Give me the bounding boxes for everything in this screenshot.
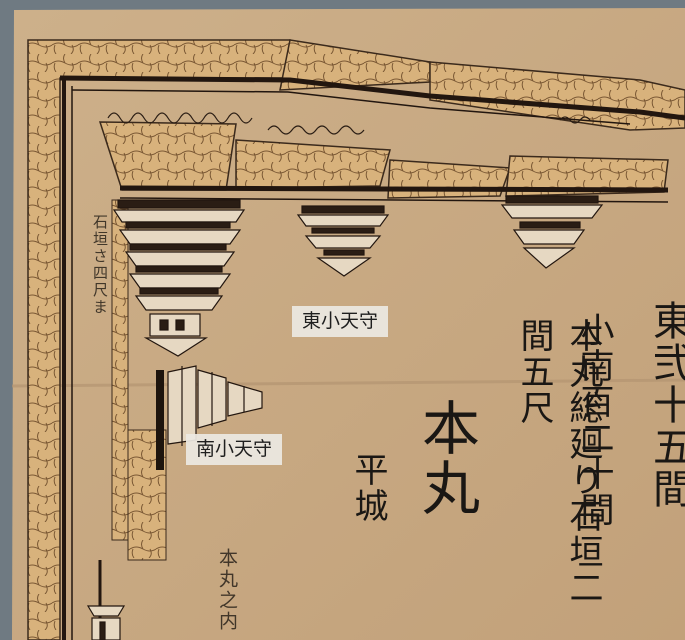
inner-bailey-note: 本丸之内 (216, 548, 238, 632)
scribble-notes (107, 112, 591, 135)
main-keep (112, 199, 246, 357)
stone-wall-note: 石垣さ四尺ま (91, 214, 109, 316)
left-inner-wall (111, 199, 167, 561)
south-keep-label: 南小天守 (186, 434, 283, 465)
east-keep-label: 東小天守 (292, 306, 389, 337)
bottom-gate-drawing (86, 605, 126, 640)
flat-castle-inscription: 平城 (348, 452, 388, 524)
east-length-inscription: 東弐十五間 (646, 300, 685, 510)
inner-stone-platform (98, 121, 669, 203)
east-small-keep-drawing (296, 205, 390, 277)
main-bailey-inscription: 本丸 (412, 398, 480, 518)
wall-note-inscription: 本丸総廻り石垣二間五尺 (514, 318, 603, 606)
wall-lines (59, 75, 685, 640)
east-tower-drawing (500, 195, 604, 269)
south-length-inscription: 小南百二十間 (574, 312, 614, 528)
south-small-keep-drawing (167, 365, 263, 446)
